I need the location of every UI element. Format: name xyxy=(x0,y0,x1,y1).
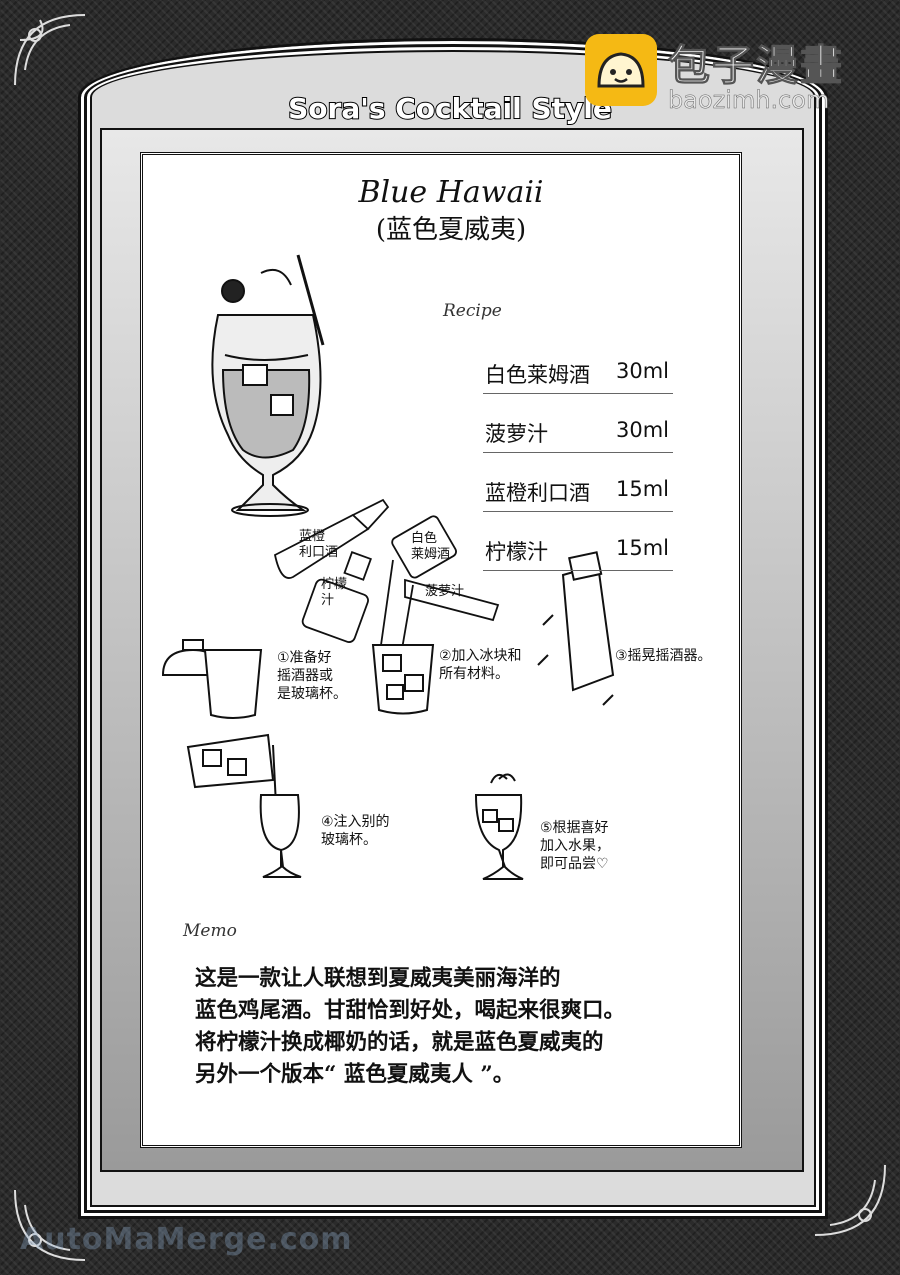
glass-with-ice-icon xyxy=(371,644,435,715)
bottle-label-white-rum: 白色 莱姆酒 xyxy=(411,531,451,562)
ingredient-name: 菠萝汁 xyxy=(485,422,548,446)
hurricane-glass-icon xyxy=(211,254,325,517)
ingredient-amount: 15ml xyxy=(615,536,669,560)
memo-label: Memo xyxy=(183,921,237,941)
brand-url: baozimh.com xyxy=(668,86,830,115)
glass-icon xyxy=(203,649,263,719)
step-2-text: ②加入冰块和 所有材料。 xyxy=(439,648,522,682)
step-5-text: ⑤根据喜好 加入水果， 即可品尝♡ xyxy=(540,820,610,872)
page-header-title: Sora's Cocktail Style xyxy=(287,91,613,126)
ornament-corner-bottom-right xyxy=(814,1164,886,1236)
bottle-label-blue-curacao: 蓝橙 利口酒 xyxy=(299,529,339,560)
pouring-glass-icon xyxy=(186,733,302,878)
watermark-text: AutoMaMerge.com xyxy=(20,1222,353,1257)
brand-name: 包子漫畫 xyxy=(667,41,845,91)
ingredient-name: 柠檬汁 xyxy=(485,540,548,564)
bun-face-icon xyxy=(597,52,645,88)
finished-cocktail-icon xyxy=(474,773,524,880)
ingredient-name: 蓝橙利口酒 xyxy=(485,481,590,505)
ingredient-list: 白色莱姆酒 30ml 菠萝汁 30ml 蓝橙利口酒 15ml 柠檬汁 15ml xyxy=(483,359,673,595)
bottle-label-pineapple: 菠萝汁 xyxy=(425,584,465,599)
ingredient-row: 柠檬汁 15ml xyxy=(483,536,673,571)
cocktail-name-cn: (蓝色夏威夷) xyxy=(375,215,527,245)
bun-logo-icon xyxy=(585,34,657,106)
cocktail-name-en: Blue Hawaii xyxy=(358,175,544,210)
ingredient-row: 菠萝汁 30ml xyxy=(483,418,673,453)
step-3-text: ③摇晃摇酒器。 xyxy=(615,648,712,664)
bottle-label-lemon: 柠檬 汁 xyxy=(321,577,348,608)
step-4-text: ④注入别的 玻璃杯。 xyxy=(321,814,390,848)
ingredient-name: 白色莱姆酒 xyxy=(485,363,590,387)
ingredient-amount: 30ml xyxy=(615,418,669,442)
ingredient-amount: 30ml xyxy=(615,359,669,383)
ornament-corner-top-left xyxy=(14,14,86,86)
step-1-text: ①准备好 摇酒器或 是玻璃杯。 xyxy=(277,650,347,702)
memo-text: 这是一款让人联想到夏威夷美丽海洋的 蓝色鸡尾酒。甘甜恰到好处，喝起来很爽口。 将… xyxy=(195,966,626,1087)
ornament-corner-bottom-left xyxy=(14,1189,86,1261)
ingredient-row: 蓝橙利口酒 15ml xyxy=(483,477,673,512)
recipe-label: Recipe xyxy=(443,301,502,321)
shaker-cap-icon xyxy=(161,639,223,676)
recipe-card: Blue Hawaii (蓝色夏威夷) xyxy=(140,152,742,1148)
ingredient-amount: 15ml xyxy=(615,477,669,501)
ingredient-row: 白色莱姆酒 30ml xyxy=(483,359,673,394)
